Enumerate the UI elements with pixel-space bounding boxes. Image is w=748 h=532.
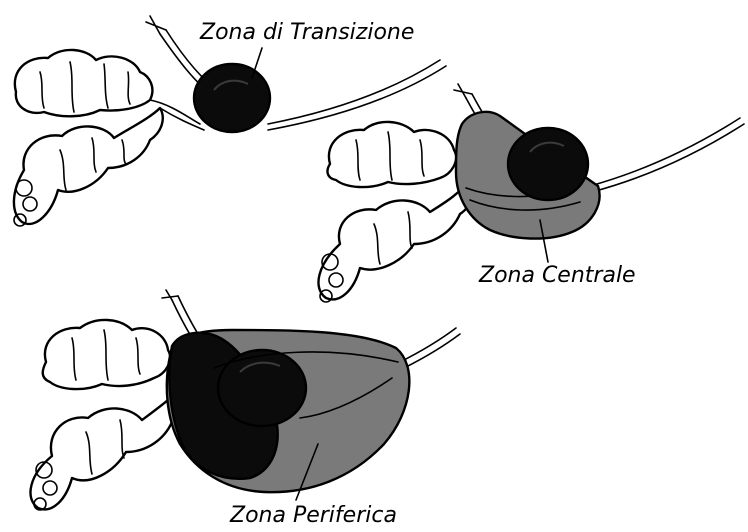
transition-zone-shape-2 — [508, 128, 588, 200]
panel-peripheral-zone — [30, 290, 460, 510]
panel-transition-zone — [14, 16, 446, 226]
label-transition-zone: Zona di Transizione — [200, 22, 414, 44]
label-peripheral-zone: Zona Periferica — [230, 505, 397, 527]
seminal-vesicle-lower-2 — [318, 180, 472, 299]
urethra-distal-3 — [400, 328, 456, 362]
label-central-zone: Zona Centrale — [479, 265, 636, 287]
urethra-distal — [268, 60, 440, 124]
seminal-vesicle-lower-3 — [30, 388, 184, 509]
transition-zone-shape — [194, 64, 270, 132]
urethra-distal-2 — [590, 118, 740, 186]
seminal-vesicle-upper — [15, 50, 153, 116]
